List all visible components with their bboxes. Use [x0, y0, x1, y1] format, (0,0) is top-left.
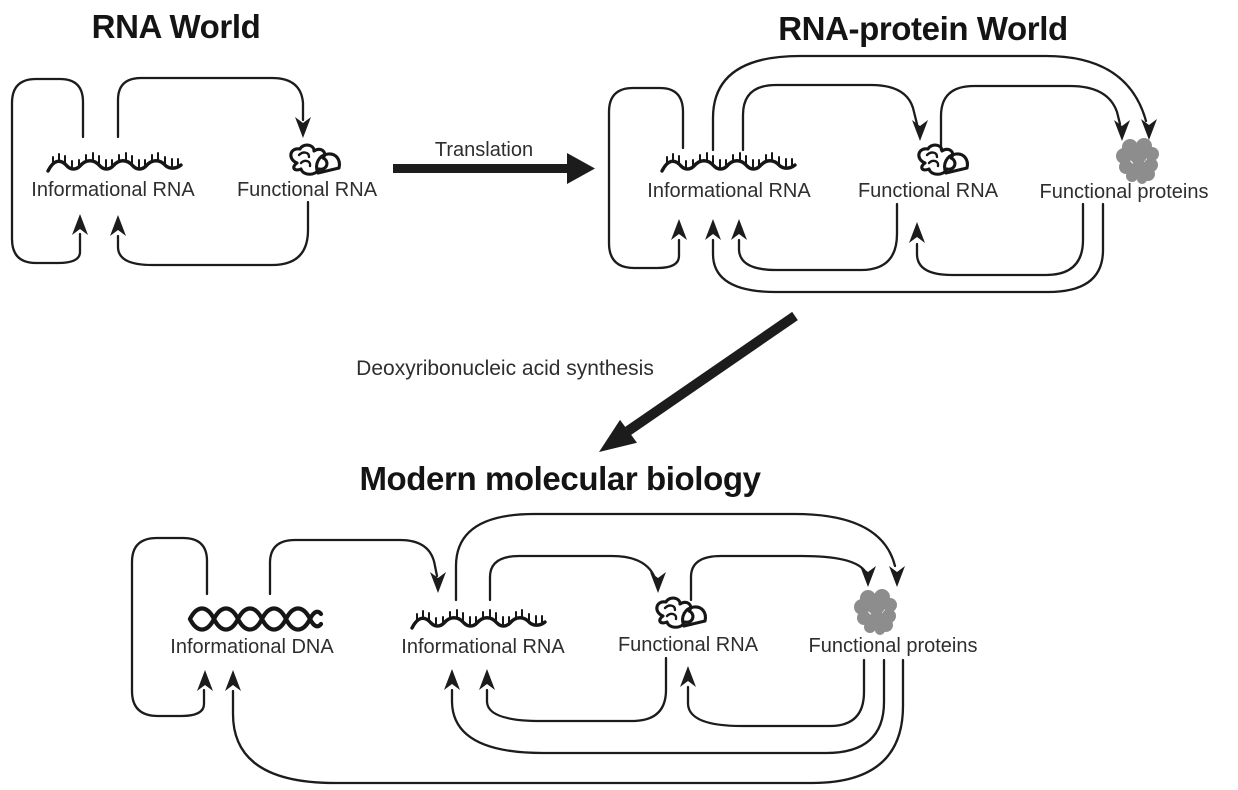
- node-label-informational-rna: Informational RNA: [31, 179, 195, 201]
- dna-synthesis-transition-arrow: [599, 311, 798, 452]
- proteins-to-dna-feedback-arrow: [225, 658, 905, 785]
- informational-rna-icon: [410, 608, 547, 630]
- functional-rna-icon: [655, 596, 707, 629]
- node-label-informational-dna: Informational DNA: [170, 636, 334, 658]
- proteins-to-rna-feedback-arrow: [705, 202, 1105, 294]
- functional-proteins-icon: [854, 589, 897, 635]
- transition-label-translation: Translation: [434, 139, 534, 161]
- informational-dna-icon: [190, 609, 321, 630]
- rna-to-functional-rna-arrow-3: [488, 554, 666, 602]
- translation-transition-arrow: [393, 153, 595, 184]
- rna-self-replication-arrow: [10, 77, 88, 265]
- functional-rna-to-rna-feedback-arrow-2: [731, 202, 899, 272]
- node-label-functional-proteins: Functional proteins: [1039, 181, 1209, 203]
- proteins-to-functional-rna-feedback-arrow-2: [680, 658, 866, 728]
- functional-rna-to-proteins-arrow: [939, 84, 1130, 152]
- rna-to-proteins-translation-arrow: [454, 512, 905, 602]
- panel-title-rna-world: RNA World: [91, 8, 261, 45]
- functional-rna-to-rna-feedback-arrow-3: [479, 656, 668, 723]
- dna-self-replication-arrow: [130, 536, 213, 718]
- rna-to-functional-rna-arrow: [116, 76, 311, 139]
- informational-rna-icon: [660, 151, 797, 173]
- functional-rna-icon: [289, 143, 341, 176]
- node-label-informational-rna: Informational RNA: [401, 636, 565, 658]
- node-label-functional-rna: Functional RNA: [617, 634, 759, 656]
- panel-title-rna-protein-world: RNA-protein World: [778, 10, 1068, 47]
- proteins-to-functional-rna-feedback-arrow: [909, 202, 1085, 277]
- node-label-functional-proteins: Functional proteins: [808, 635, 978, 657]
- node-label-functional-rna: Functional RNA: [236, 179, 378, 201]
- functional-rna-to-proteins-arrow-2: [689, 554, 876, 602]
- panel-title-modern-molecular-biology: Modern molecular biology: [359, 460, 761, 497]
- node-label-informational-rna: Informational RNA: [647, 180, 811, 202]
- functional-rna-to-rna-feedback-arrow: [110, 200, 310, 267]
- rna-to-functional-rna-arrow-2: [741, 83, 928, 152]
- functional-proteins-icon: [1116, 138, 1159, 184]
- transition-label-dna-synthesis: Deoxyribonucleic acid synthesis: [356, 357, 654, 380]
- dna-to-rna-transcription-arrow: [268, 538, 446, 596]
- rna-to-proteins-arrow: [711, 54, 1157, 152]
- rna-self-replication-arrow-2: [607, 86, 687, 270]
- node-label-functional-rna: Functional RNA: [857, 180, 999, 202]
- functional-rna-icon: [917, 143, 969, 176]
- proteins-to-rna-feedback-arrow-2: [444, 658, 886, 755]
- informational-rna-icon: [46, 151, 183, 173]
